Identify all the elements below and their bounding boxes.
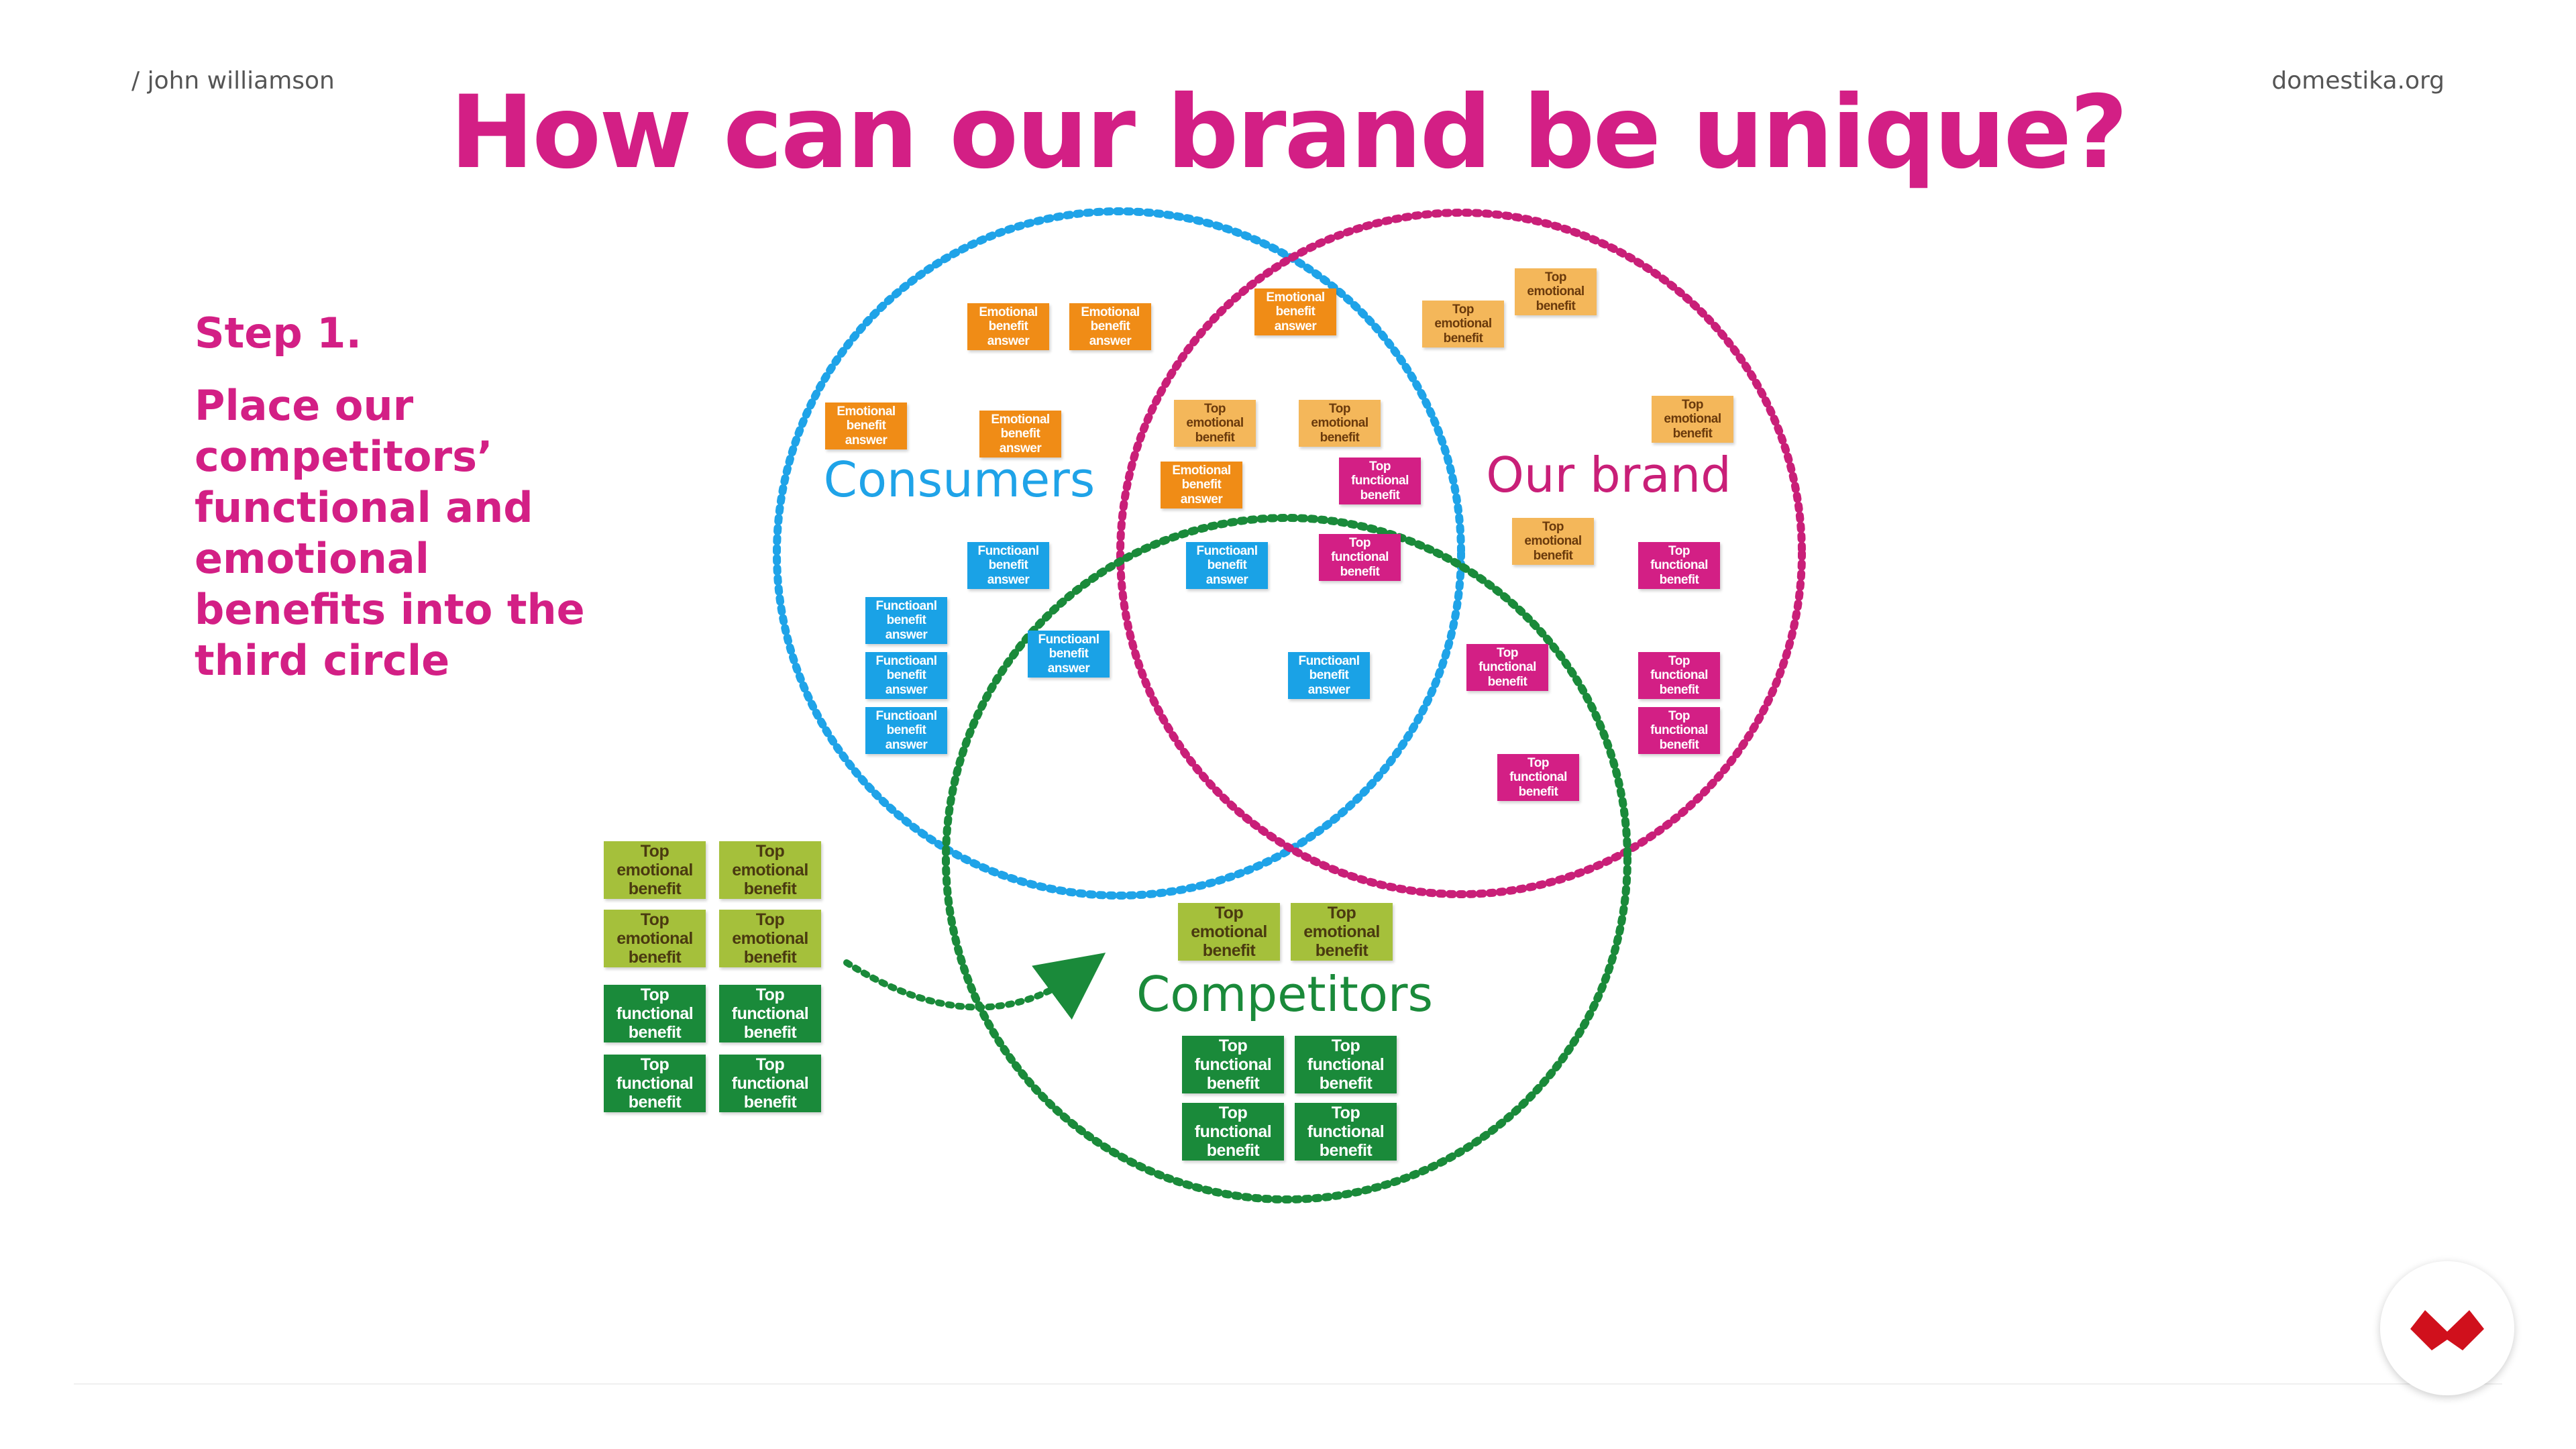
our-brand-label: Our brand xyxy=(1486,447,1731,503)
consumers-circle xyxy=(773,207,1465,900)
sticky-note: Top emotional benefit xyxy=(1174,400,1256,447)
sticky-note: Top functional benefit xyxy=(1295,1103,1397,1161)
sticky-note: Emotional benefit answer xyxy=(1254,288,1336,335)
sticky-note: Top functional benefit xyxy=(719,985,821,1042)
sticky-note: Top functional benefit xyxy=(1295,1036,1397,1093)
sticky-note: Top functional benefit xyxy=(1466,644,1548,691)
footer-divider xyxy=(74,1383,2502,1385)
site-url: domestika.org xyxy=(2271,67,2445,95)
sticky-note: Top functional benefit xyxy=(1182,1036,1284,1093)
sticky-note: Functioanl benefit answer xyxy=(1028,631,1110,678)
sticky-note: Top functional benefit xyxy=(1182,1103,1284,1161)
sticky-note: Functioanl benefit answer xyxy=(967,542,1049,589)
sticky-note: Top emotional benefit xyxy=(604,910,706,967)
sticky-note: Top emotional benefit xyxy=(1515,268,1597,315)
sticky-note: Functioanl benefit answer xyxy=(1288,652,1370,699)
sticky-note: Top functional benefit xyxy=(719,1055,821,1112)
page-title: How can our brand be unique? xyxy=(449,74,2129,191)
sticky-note: Functioanl benefit answer xyxy=(865,652,947,699)
sticky-note: Top functional benefit xyxy=(1339,458,1421,504)
sticky-note: Top emotional benefit xyxy=(1512,518,1594,565)
sticky-note: Emotional benefit answer xyxy=(967,303,1049,350)
sticky-note: Top emotional benefit xyxy=(719,910,821,967)
sticky-note: Emotional benefit answer xyxy=(825,402,907,449)
sticky-note: Top functional benefit xyxy=(1638,652,1720,699)
sticky-note: Top functional benefit xyxy=(604,1055,706,1112)
sticky-note: Top emotional benefit xyxy=(1299,400,1381,447)
sticky-note: Top emotional benefit xyxy=(604,841,706,899)
sticky-note: Top functional benefit xyxy=(1638,707,1720,754)
sticky-note: Top functional benefit xyxy=(604,985,706,1042)
sticky-note: Top emotional benefit xyxy=(1652,396,1733,443)
sticky-note: Functioanl benefit answer xyxy=(1186,542,1268,589)
sticky-note: Top emotional benefit xyxy=(1178,903,1280,961)
step-instructions: Step 1. Place our competitors’ functiona… xyxy=(195,309,624,686)
our-brand-circle xyxy=(1116,209,1806,898)
author-credit: / john williamson xyxy=(131,67,335,95)
sticky-note: Top emotional benefit xyxy=(719,841,821,899)
domestika-logo-button[interactable] xyxy=(2380,1261,2514,1395)
competitors-circle xyxy=(942,514,1631,1203)
sticky-note: Emotional benefit answer xyxy=(979,411,1061,458)
sticky-note: Top functional benefit xyxy=(1319,534,1401,581)
sticky-note: Top functional benefit xyxy=(1638,542,1720,589)
move-arrow xyxy=(843,953,1106,1020)
sticky-note: Top emotional benefit xyxy=(1422,301,1504,347)
step-label: Step 1. xyxy=(195,309,362,358)
step-text: Place our competitors’ functional and em… xyxy=(195,381,585,685)
sticky-note: Functioanl benefit answer xyxy=(865,597,947,644)
sticky-note: Top emotional benefit xyxy=(1291,903,1393,961)
domestika-logo-icon xyxy=(2410,1310,2484,1350)
sticky-note: Top functional benefit xyxy=(1497,754,1579,801)
competitors-label: Competitors xyxy=(1136,966,1434,1022)
sticky-note: Functioanl benefit answer xyxy=(865,707,947,754)
sticky-note: Emotional benefit answer xyxy=(1069,303,1151,350)
consumers-label: Consumers xyxy=(823,451,1095,508)
sticky-note: Emotional benefit answer xyxy=(1161,462,1242,508)
